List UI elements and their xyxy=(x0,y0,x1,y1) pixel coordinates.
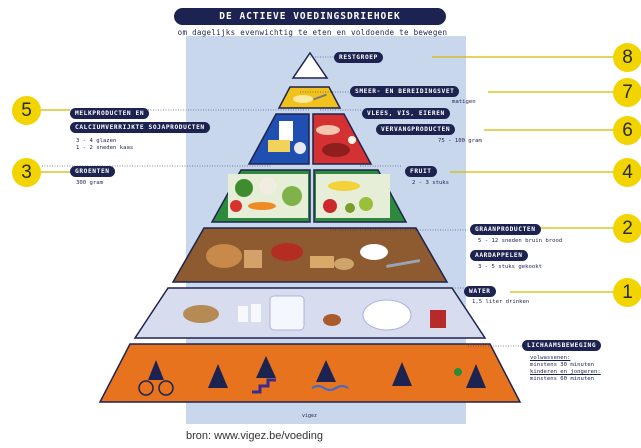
number-badge-7: 7 xyxy=(613,78,641,107)
groenten-note: 300 gram xyxy=(76,180,103,186)
glass-icon-2 xyxy=(251,304,261,322)
vlees-label-1: VLEES, VIS, EIEREN xyxy=(362,108,450,119)
bread-slices-icon xyxy=(244,250,262,268)
activity-layer xyxy=(98,343,522,403)
number-badge-1: 1 xyxy=(613,278,641,307)
dancer-icon xyxy=(392,362,412,386)
cabbage-icon xyxy=(282,186,302,206)
cheese-icon xyxy=(268,140,290,152)
fruit-note: 2 - 3 stuks xyxy=(412,180,450,186)
fork-icon xyxy=(386,259,421,268)
pasta-bowl-icon xyxy=(271,243,303,261)
source-caption: bron: www.vigez.be/voeding xyxy=(186,430,323,442)
melk-label-2: CALCIUMVERRIJKTE SOJAPRODUCTEN xyxy=(70,122,210,133)
number-badge-8: 8 xyxy=(613,43,641,72)
banana-icon xyxy=(328,181,360,191)
vigez-mark: vigez xyxy=(302,413,318,419)
apple-icon xyxy=(323,199,337,213)
water-label: WATER xyxy=(464,286,496,297)
carrot-icon xyxy=(248,202,276,210)
teapot-icon xyxy=(362,299,412,331)
potatoes-icon xyxy=(334,258,354,270)
vlees-label-2: VERVANGPRODUCTEN xyxy=(376,124,456,135)
glass-icon xyxy=(238,306,248,322)
number-badge-3: 3 xyxy=(12,158,41,187)
knife-icon xyxy=(313,93,327,101)
tomato-icon xyxy=(230,200,242,212)
aardappelen-label: AARDAPPELEN xyxy=(470,250,528,261)
rice-bowl-icon xyxy=(360,244,388,260)
number-badge-4: 4 xyxy=(613,158,641,187)
number-badge-6: 6 xyxy=(613,116,641,145)
smeer-note: matigen xyxy=(452,99,476,105)
beweging-note-adults: volwassenen: xyxy=(530,355,571,361)
egg-icon xyxy=(348,136,356,144)
restgroep-layer xyxy=(291,51,329,79)
beweging-label: LICHAAMSBEWEGING xyxy=(522,340,602,351)
page-subtitle: om dagelijks evenwichtig te eten en vold… xyxy=(177,28,448,37)
kiwi-icon xyxy=(345,203,355,213)
bowl-icon xyxy=(183,305,219,323)
beweging-note-kids: kinderen en jongeren: xyxy=(530,369,601,375)
aardappelen-note: 3 - 5 stuks gekookt xyxy=(478,264,542,270)
swimmer-icon xyxy=(311,360,349,391)
butter-icon xyxy=(293,95,313,103)
fish-icon xyxy=(316,125,340,135)
beweging-note-adults-min: minstens 30 minuten xyxy=(530,362,594,368)
melk-note-2: 1 - 2 sneden kaas xyxy=(76,145,134,151)
number-badge-2: 2 xyxy=(613,214,641,243)
bread-icon xyxy=(206,244,242,268)
milk-carton-icon xyxy=(279,121,293,141)
fruit-label: FRUIT xyxy=(405,166,437,177)
broccoli-icon xyxy=(235,179,253,197)
beweging-note-kids-min: minstens 60 minuten xyxy=(530,376,594,382)
water-note: 1,5 liter drinken xyxy=(472,299,530,305)
runner-icon xyxy=(208,364,228,388)
cyclist-icon xyxy=(138,360,174,396)
yoghurt-icon xyxy=(294,142,306,154)
page-title: DE ACTIEVE VOEDINGSDRIEHOEK xyxy=(174,8,446,25)
coffee-cup-icon xyxy=(323,314,341,326)
number-badge-5: 5 xyxy=(12,96,41,125)
cauliflower-icon xyxy=(259,177,277,195)
water-jug-icon xyxy=(269,295,305,331)
melk-note-1: 3 - 4 glazen xyxy=(76,138,117,144)
vlees-note: 75 - 100 gram xyxy=(438,138,482,144)
restgroep-label: RESTGROEP xyxy=(334,52,383,63)
meat-icon xyxy=(322,143,350,157)
pear-icon xyxy=(359,197,373,211)
number-lines xyxy=(40,56,614,293)
cereal-icon xyxy=(310,256,334,268)
groenten-label: GROENTEN xyxy=(70,166,115,177)
grains-layer xyxy=(171,227,449,283)
ball-player-icon xyxy=(454,364,486,388)
smeer-label: SMEER- EN BEREIDINGSVET xyxy=(350,86,460,97)
stairs-climber-icon xyxy=(252,356,276,394)
graan-note: 5 - 12 sneden bruin brood xyxy=(478,238,563,244)
melk-label-1: MELKPRODUCTEN EN xyxy=(70,108,150,119)
jam-jar-icon xyxy=(430,310,446,328)
graan-label: GRAANPRODUCTEN xyxy=(470,224,541,235)
